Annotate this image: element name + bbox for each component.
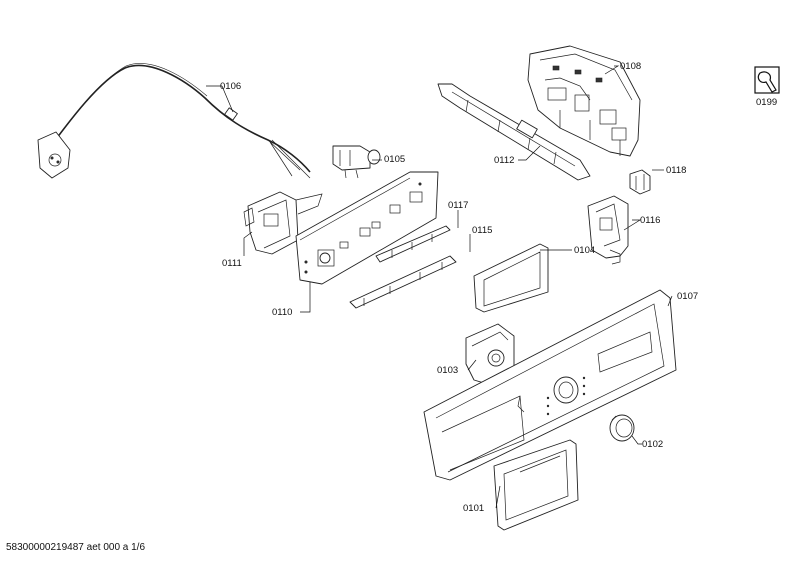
part-drawer-handle[interactable] xyxy=(493,439,579,531)
callout-0117: 0117 xyxy=(448,200,468,211)
part-display-window[interactable] xyxy=(473,243,549,313)
callout-labels: 0106 0105 0108 0199 0112 0118 0117 0115 … xyxy=(220,61,777,514)
leader-lines xyxy=(206,65,673,509)
part-selector-knob[interactable] xyxy=(609,414,635,442)
callout-0103: 0103 xyxy=(437,365,458,376)
callout-0112: 0112 xyxy=(494,155,514,166)
part-programme-selector[interactable] xyxy=(465,323,515,387)
wrench-icon xyxy=(754,66,780,94)
part-light-guide-upper[interactable] xyxy=(375,225,451,263)
part-light-guide-lower[interactable] xyxy=(349,255,457,309)
callout-0199: 0199 xyxy=(756,97,777,108)
callout-0104: 0104 xyxy=(574,245,595,256)
part-control-module[interactable] xyxy=(527,45,641,157)
callout-0108: 0108 xyxy=(620,61,641,72)
part-sensor-bracket[interactable] xyxy=(243,191,323,255)
part-circuit-board[interactable] xyxy=(295,171,439,285)
callout-0118: 0118 xyxy=(666,165,686,176)
callout-0101: 0101 xyxy=(463,503,484,514)
callout-0102: 0102 xyxy=(642,439,663,450)
part-housing-module[interactable] xyxy=(587,195,629,265)
document-footer-id: 58300000219487 aet 000 a 1/6 xyxy=(6,542,146,553)
callout-0110: 0110 xyxy=(272,307,292,318)
callout-0116: 0116 xyxy=(640,215,660,226)
callout-0106: 0106 xyxy=(220,81,241,92)
part-control-panel[interactable] xyxy=(423,289,677,481)
callout-0115: 0115 xyxy=(472,225,492,236)
callout-0107: 0107 xyxy=(677,291,698,302)
part-power-cable[interactable] xyxy=(37,63,311,179)
part-interference-filter[interactable] xyxy=(332,145,381,179)
callout-0105: 0105 xyxy=(384,154,405,165)
part-carrier-rail[interactable] xyxy=(437,83,591,181)
part-connector[interactable] xyxy=(629,169,651,195)
callout-0111: 0111 xyxy=(222,258,242,269)
